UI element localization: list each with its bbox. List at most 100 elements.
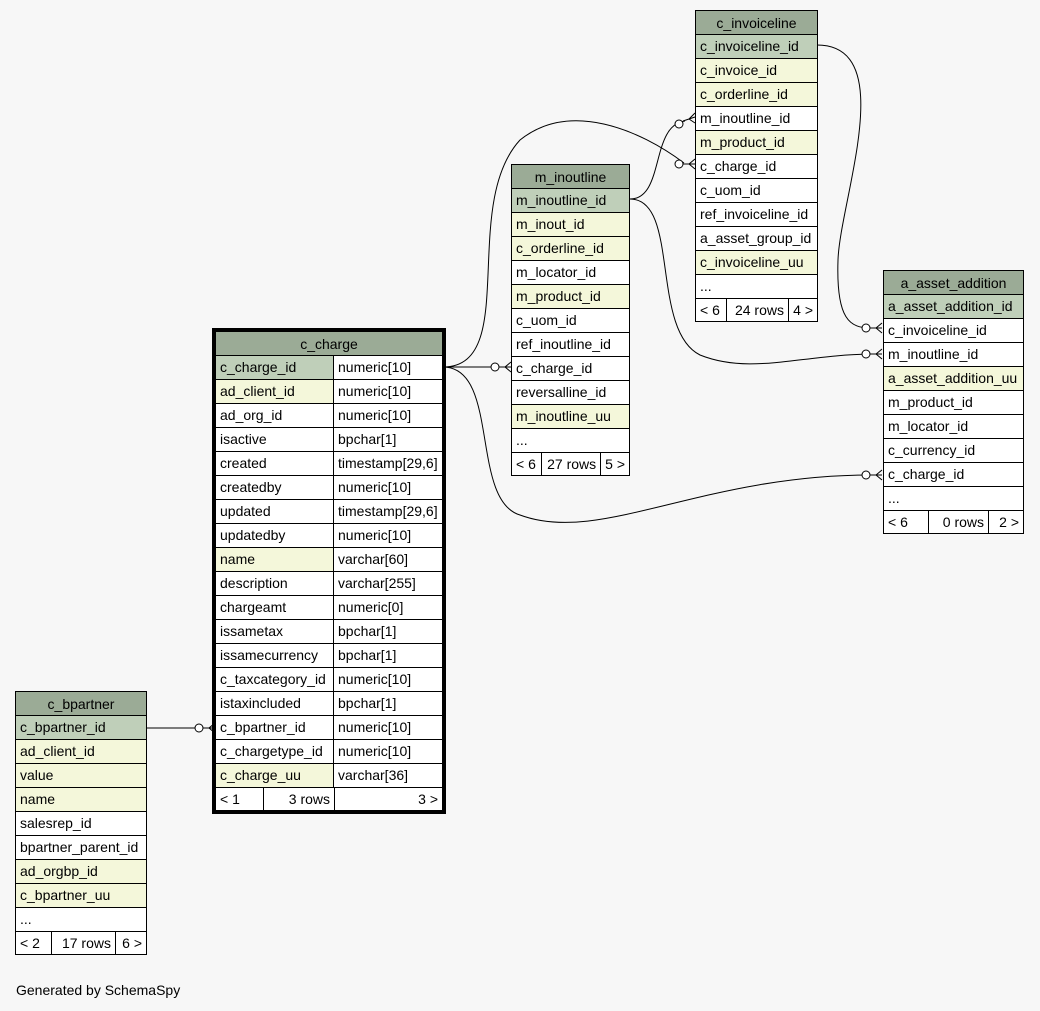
footer-next-link[interactable]: 4 > (788, 299, 817, 321)
column-row[interactable]: a_asset_addition_uu (883, 366, 1024, 390)
column-row[interactable]: ... (883, 486, 1024, 510)
column-row[interactable]: c_bpartner_id (15, 715, 147, 739)
column-row[interactable]: c_charge_id (511, 356, 630, 380)
column-row[interactable]: c_invoiceline_id (695, 34, 818, 58)
column-name: a_asset_group_id (700, 230, 812, 246)
column-row[interactable]: salesrep_id (15, 811, 147, 835)
column-name: c_invoiceline_id (888, 322, 987, 338)
column-name: c_invoice_id (696, 59, 817, 82)
column-row[interactable]: c_orderline_id (695, 82, 818, 106)
column-name: description (220, 575, 288, 591)
column-name: c_charge_id (888, 466, 965, 482)
column-row[interactable]: m_product_id (883, 390, 1024, 414)
table-a-asset-addition[interactable]: a_asset_addition a_asset_addition_id c_in… (883, 270, 1024, 534)
footer-prev-link[interactable]: < 1 (220, 791, 240, 807)
table-title[interactable]: m_inoutline (511, 164, 630, 188)
column-row[interactable]: ad_orgbp_id (15, 859, 147, 883)
column-type: numeric[10] (333, 740, 442, 763)
column-name: c_orderline_id (512, 237, 629, 260)
column-row[interactable]: ... (15, 907, 147, 931)
footer-next-link[interactable]: 5 > (600, 453, 629, 475)
column-row[interactable]: name (15, 787, 147, 811)
column-row[interactable]: reversalline_id (511, 380, 630, 404)
column-row[interactable]: m_locator_id (511, 260, 630, 284)
footer-next-link[interactable]: 6 > (115, 932, 146, 954)
table-footer: < 2 17 rows 6 > (15, 931, 147, 955)
column-row[interactable]: c_currency_id (883, 438, 1024, 462)
column-row[interactable]: c_bpartner_uu (15, 883, 147, 907)
column-type: numeric[10] (333, 716, 442, 739)
column-row[interactable]: ... (511, 428, 630, 452)
column-row[interactable]: m_product_id (511, 284, 630, 308)
column-row[interactable]: c_uom_id (695, 178, 818, 202)
footer-prev-link[interactable]: < 6 (888, 514, 908, 530)
column-row[interactable]: m_product_id (695, 130, 818, 154)
column-row[interactable]: c_uom_id (511, 308, 630, 332)
column-name: bpartner_parent_id (20, 839, 139, 855)
column-row[interactable]: ref_inoutline_id (511, 332, 630, 356)
column-type: numeric[10] (333, 668, 442, 691)
column-name: ... (516, 432, 528, 448)
column-name: value (16, 764, 146, 787)
column-row[interactable]: m_locator_id (883, 414, 1024, 438)
column-row[interactable]: bpartner_parent_id (15, 835, 147, 859)
column-row[interactable]: m_inoutline_id (511, 188, 630, 212)
table-title[interactable]: c_invoiceline (695, 10, 818, 34)
column-row[interactable]: c_charge_id (883, 462, 1024, 486)
column-row[interactable]: c_invoice_id (695, 58, 818, 82)
column-row[interactable]: m_inoutline_id (695, 106, 818, 130)
column-name: m_inout_id (512, 213, 629, 236)
column-row[interactable]: ref_invoiceline_id (695, 202, 818, 226)
column-row[interactable]: a_asset_addition_id (883, 294, 1024, 318)
column-row[interactable]: ... (695, 274, 818, 298)
column-row[interactable]: m_inout_id (511, 212, 630, 236)
table-title[interactable]: c_bpartner (15, 691, 147, 715)
column-row[interactable]: c_invoiceline_id (883, 318, 1024, 342)
column-type: varchar[36] (333, 764, 442, 787)
column-row[interactable]: value (15, 763, 147, 787)
footer-prev-link[interactable]: < 6 (516, 456, 536, 472)
footer-prev-link[interactable]: < 6 (700, 302, 720, 318)
column-row[interactable]: ad_client_id (15, 739, 147, 763)
column-row[interactable]: a_asset_group_id (695, 226, 818, 250)
column-name: reversalline_id (516, 384, 607, 400)
footer-next-link[interactable]: 3 > (334, 788, 442, 810)
column-type: numeric[0] (333, 596, 442, 619)
crow-foot-icon (861, 322, 883, 334)
column-type: numeric[10] (333, 356, 442, 379)
table-title[interactable]: c_charge (215, 331, 443, 355)
column-row[interactable]: m_inoutline_uu (511, 404, 630, 428)
column-name: m_product_id (888, 394, 973, 410)
generated-by-caption: Generated by SchemaSpy (16, 982, 181, 998)
table-title[interactable]: a_asset_addition (883, 270, 1024, 294)
column-row[interactable]: c_invoiceline_uu (695, 250, 818, 274)
column-name: c_orderline_id (696, 83, 817, 106)
column-row[interactable]: m_inoutline_id (883, 342, 1024, 366)
footer-prev-link[interactable]: < 2 (20, 935, 40, 951)
column-row[interactable]: c_orderline_id (511, 236, 630, 260)
column-row[interactable]: c_charge_id (695, 154, 818, 178)
footer-next-link[interactable]: 2 > (988, 511, 1023, 533)
